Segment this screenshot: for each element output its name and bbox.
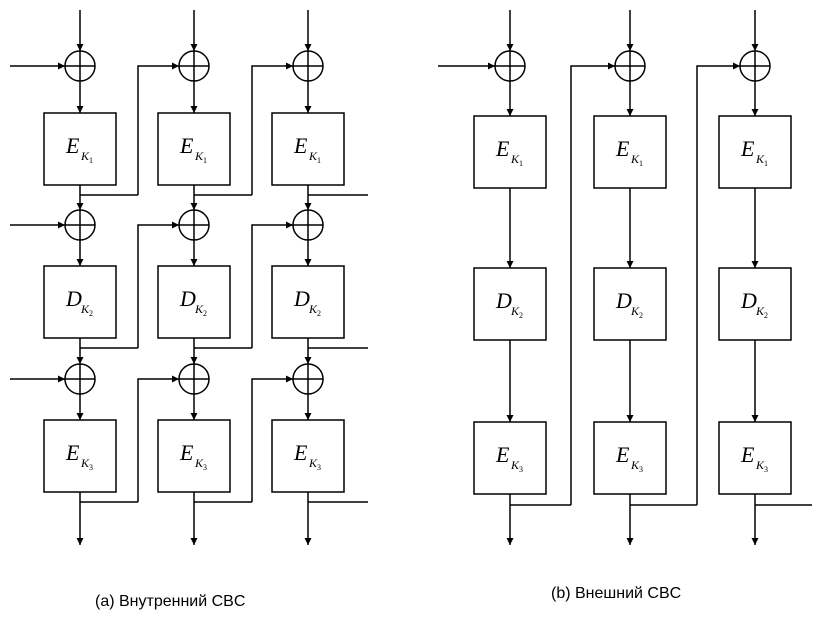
b-col1-fb-arrow [570, 62, 615, 505]
b-col1-block-1 [593, 267, 667, 341]
b-col2-block-2-key: K [755, 458, 765, 472]
a-col1-block-0-key-index: 1 [203, 156, 207, 165]
b-col2-block-2 [718, 421, 792, 495]
a-col0-block-0-op: E [65, 133, 80, 158]
a-col0-block-2-key: K [80, 456, 90, 470]
b-col2-block-0 [718, 115, 792, 189]
a-col2-block-1 [271, 265, 345, 339]
b-col1-block-1-op: D [615, 288, 632, 313]
a-col2-block-2-key-index: 3 [317, 463, 321, 472]
a-col1-block-1-key: K [194, 302, 204, 316]
b-col1-block-0-key: K [630, 152, 640, 166]
a-col0-block-0-key-index: 1 [89, 156, 93, 165]
a-col2-block-2-op: E [293, 440, 308, 465]
a-col1-block-0 [157, 112, 231, 186]
a-col2-stage1-fb-arrow [251, 221, 293, 348]
a-col2-block-2-key: K [308, 456, 318, 470]
b-col1-block-2 [593, 421, 667, 495]
a-col2-xor-1 [292, 209, 324, 241]
a-col0-xor-0 [64, 50, 96, 82]
a-col0-xor-2 [64, 363, 96, 395]
b-col1-block-0-key-index: 1 [639, 159, 643, 168]
a-col2-block-0 [271, 112, 345, 186]
a-col0-block-2-op: E [65, 440, 80, 465]
b-col1-block-0 [593, 115, 667, 189]
b-col0-block-2-op: E [495, 442, 510, 467]
b-col0-block-2-key: K [510, 458, 520, 472]
b-col2-block-0-key: K [755, 152, 765, 166]
b-col0-block-1-key-index: 2 [519, 311, 523, 320]
a-col0-block-0 [43, 112, 117, 186]
a-col2-xor-0 [292, 50, 324, 82]
b-col0-block-1-op: D [495, 288, 512, 313]
a-col2-stage2-fb-arrow [251, 375, 293, 502]
a-col1-block-1-key-index: 2 [203, 309, 207, 318]
b-col0-xor [494, 50, 526, 82]
b-col2-xor [739, 50, 771, 82]
a-col0-xor-1 [64, 209, 96, 241]
a-col2-stage0-fb-arrow [251, 62, 293, 195]
a-col0-block-1-op: D [65, 286, 82, 311]
a-col1-block-2-op: E [179, 440, 194, 465]
b-col2-block-2-op: E [740, 442, 755, 467]
a-col2-block-0-op: E [293, 133, 308, 158]
b-col2-block-0-key-index: 1 [764, 159, 768, 168]
b-col1-block-2-op: E [615, 442, 630, 467]
a-col2-block-1-key-index: 2 [317, 309, 321, 318]
a-col1-block-1 [157, 265, 231, 339]
a-col0-block-1-key-index: 2 [89, 309, 93, 318]
a-col1-block-2 [157, 419, 231, 493]
a-col2-block-0-key: K [308, 149, 318, 163]
a-col1-block-0-op: E [179, 133, 194, 158]
a-col1-stage2-fb-arrow [137, 375, 179, 502]
b-col0-block-0-op: E [495, 136, 510, 161]
a-col0-block-1 [43, 265, 117, 339]
b-col0-block-1 [473, 267, 547, 341]
b-col2-block-0-op: E [740, 136, 755, 161]
a-col0-block-2 [43, 419, 117, 493]
a-col1-block-2-key-index: 3 [203, 463, 207, 472]
b-col1-block-1-key: K [630, 304, 640, 318]
a-col1-block-2-key: K [194, 456, 204, 470]
b-col1-xor [614, 50, 646, 82]
a-col2-xor-2 [292, 363, 324, 395]
a-col1-xor-2 [178, 363, 210, 395]
b-col1-block-0-op: E [615, 136, 630, 161]
b-col2-block-1-key: K [755, 304, 765, 318]
caption-outer-cbc: (b) Внешний CBC [551, 585, 682, 602]
b-col0-block-2-key-index: 3 [519, 465, 523, 474]
b-col1-block-2-key: K [630, 458, 640, 472]
a-col2-block-1-key: K [308, 302, 318, 316]
a-col1-block-1-op: D [179, 286, 196, 311]
b-col2-block-2-key-index: 3 [764, 465, 768, 474]
b-col0-block-2 [473, 421, 547, 495]
a-col2-block-1-op: D [293, 286, 310, 311]
a-col2-block-0-key-index: 1 [317, 156, 321, 165]
a-col1-stage1-fb-arrow [137, 221, 179, 348]
b-col1-block-1-key-index: 2 [639, 311, 643, 320]
b-col0-block-0-key: K [510, 152, 520, 166]
caption-inner-cbc: (a) Внутренний CBC [95, 593, 246, 610]
a-col0-block-2-key-index: 3 [89, 463, 93, 472]
a-col1-xor-1 [178, 209, 210, 241]
a-col1-stage0-fb-arrow [137, 62, 179, 195]
b-col0-block-0-key-index: 1 [519, 159, 523, 168]
a-col0-block-0-key: K [80, 149, 90, 163]
b-col0-block-0 [473, 115, 547, 189]
a-col1-block-0-key: K [194, 149, 204, 163]
b-col2-fb-arrow [696, 62, 740, 505]
a-col2-block-2 [271, 419, 345, 493]
b-col1-block-2-key-index: 3 [639, 465, 643, 474]
a-col1-xor-0 [178, 50, 210, 82]
a-col0-block-1-key: K [80, 302, 90, 316]
b-col2-block-1-key-index: 2 [764, 311, 768, 320]
b-col0-block-1-key: K [510, 304, 520, 318]
b-col2-block-1 [718, 267, 792, 341]
b-col2-block-1-op: D [740, 288, 757, 313]
